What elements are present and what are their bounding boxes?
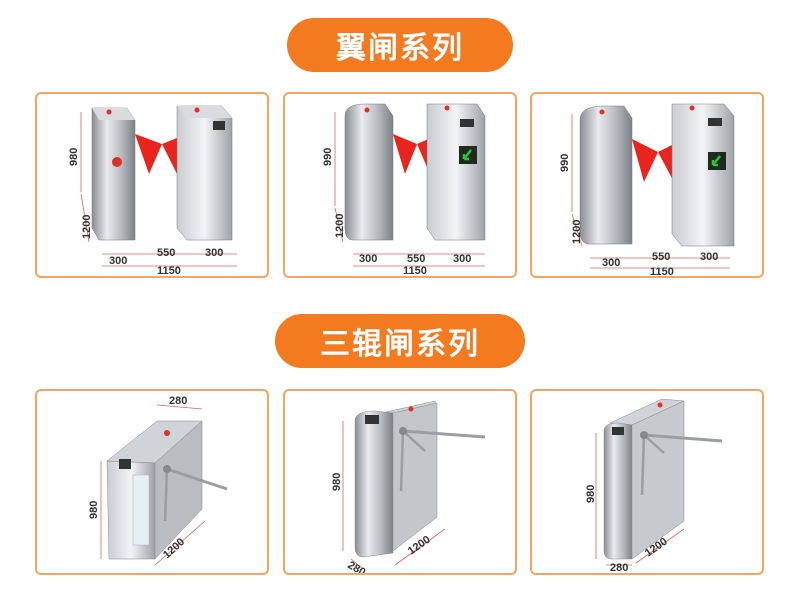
wing-gate-illustration: 990 1200 300 550 300 1150 <box>559 103 735 276</box>
product-card-wing-gate-2[interactable]: 990 1200 300 550 300 1150 <box>283 92 517 278</box>
dim-gap: 550 <box>157 247 175 259</box>
product-card-wing-gate-1[interactable]: 980 1200 300 550 300 1150 <box>35 92 269 278</box>
tripod-turnstile-illustration: 280 980 1200 <box>88 395 228 566</box>
left-flap <box>135 134 162 174</box>
dim-left: 300 <box>602 257 620 269</box>
dim-height: 980 <box>331 473 343 491</box>
dim-right: 300 <box>205 247 223 259</box>
dim-left: 300 <box>359 253 377 265</box>
section-title-tripod-turnstile: 三辊闸系列 <box>275 314 525 368</box>
section-title-wing-gate: 翼闸系列 <box>287 18 513 72</box>
product-card-tripod-1[interactable]: 280 980 1200 <box>35 389 269 575</box>
dim-total: 1150 <box>157 265 181 276</box>
dim-width: 280 <box>610 562 628 573</box>
dim-gap: 550 <box>407 253 425 265</box>
dim-depth: 1200 <box>571 220 583 244</box>
dim-right: 300 <box>700 251 718 263</box>
dim-depth: 1200 <box>81 215 93 239</box>
dim-height: 990 <box>559 154 571 172</box>
left-flap <box>632 139 658 182</box>
wing-gate-illustration: 980 1200 300 550 300 1150 <box>68 105 237 276</box>
product-card-wing-gate-3[interactable]: 990 1200 300 550 300 1150 <box>530 92 764 278</box>
dim-total: 1150 <box>403 265 427 276</box>
dim-height: 990 <box>322 148 334 166</box>
left-flap <box>393 134 417 174</box>
wing-gate-illustration: 990 1200 300 550 300 1150 <box>322 103 486 276</box>
dim-height: 980 <box>68 148 80 166</box>
dim-total: 1150 <box>650 266 674 276</box>
dim-right: 300 <box>453 253 471 265</box>
dim-left: 300 <box>109 255 127 267</box>
tripod-turnstile-illustration: 980 280 1200 <box>331 400 486 573</box>
tripod-turnstile-illustration: 980 280 1200 <box>585 398 723 573</box>
dim-height: 980 <box>585 485 597 503</box>
dim-gap: 550 <box>652 251 670 263</box>
product-card-tripod-3[interactable]: 980 280 1200 <box>530 389 764 575</box>
product-card-tripod-2[interactable]: 980 280 1200 <box>283 389 517 575</box>
red-indicator-icon <box>112 157 122 167</box>
dim-width: 280 <box>169 395 187 407</box>
dim-depth: 1200 <box>334 214 346 238</box>
dim-width: 280 <box>346 559 368 573</box>
dim-height: 980 <box>88 501 100 519</box>
